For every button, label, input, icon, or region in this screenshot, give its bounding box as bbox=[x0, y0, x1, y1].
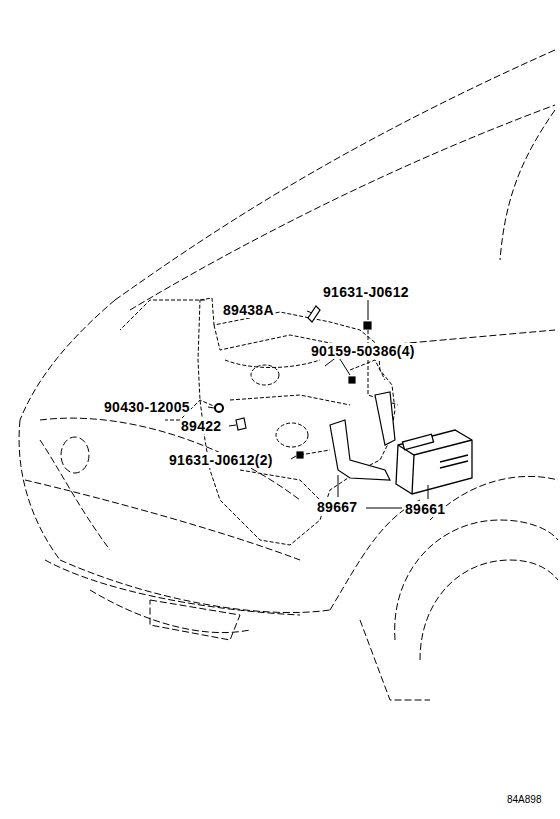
callout-number: 89438A bbox=[222, 302, 275, 318]
part-number: 90159-50386(4) bbox=[310, 343, 416, 359]
part-number: 90430-12005 bbox=[103, 399, 191, 415]
callout-number: 89422 bbox=[180, 418, 222, 434]
part-number: 91631-J0612 bbox=[322, 284, 410, 300]
callout-number: 89661 bbox=[404, 501, 446, 517]
callout-number: 89667 bbox=[316, 499, 358, 515]
part-number: 91631-J0612(2) bbox=[168, 452, 274, 468]
drawing-code: 84A898 bbox=[506, 794, 542, 806]
